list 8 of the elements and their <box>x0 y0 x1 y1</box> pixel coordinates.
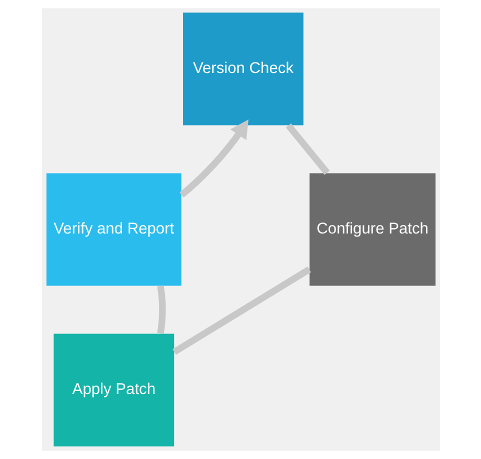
node-box: Version Check <box>182 12 303 126</box>
node-box: Apply Patch <box>53 334 174 446</box>
node-box: Configure Patch <box>309 173 436 286</box>
connector <box>156 285 166 334</box>
connector <box>172 266 311 355</box>
node-box: Verify and Report <box>46 173 181 286</box>
arrow <box>178 119 248 198</box>
connector <box>285 123 330 175</box>
